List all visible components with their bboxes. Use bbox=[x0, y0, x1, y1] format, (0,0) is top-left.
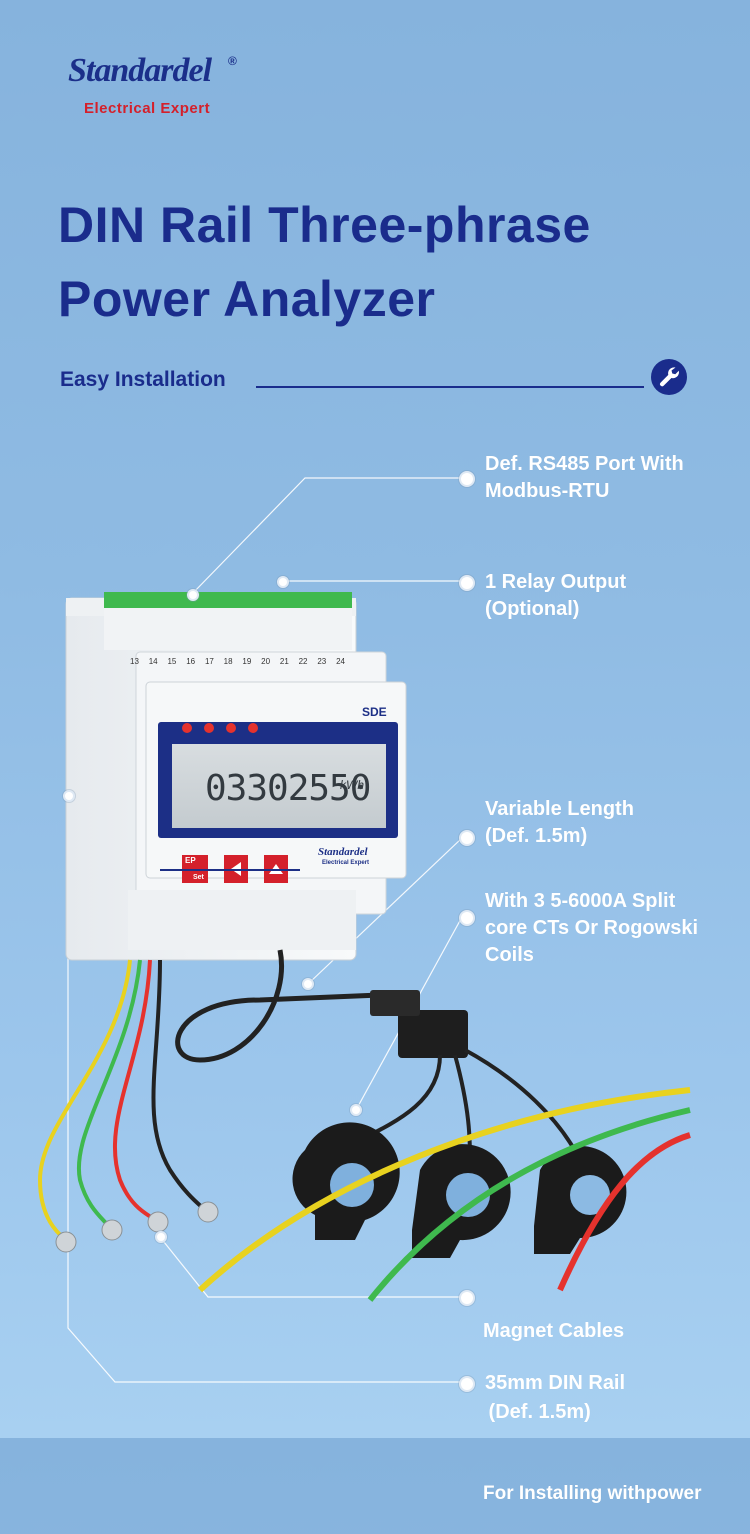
callout-text: Def. RS485 Port With bbox=[485, 453, 684, 475]
logo-tagline: Electrical Expert bbox=[84, 100, 211, 117]
callout-text: With 3 5-6000A Split bbox=[485, 890, 676, 912]
callout-dot-variable bbox=[459, 830, 475, 846]
set-button-label: Set bbox=[193, 874, 204, 881]
callout-dot-rs485 bbox=[459, 471, 475, 487]
callout-text: (Def. 1.5m) bbox=[483, 1401, 591, 1423]
callout-dot-din-anchor bbox=[63, 790, 75, 802]
terminal-number: 21 bbox=[279, 657, 289, 666]
power-analyzer-illustration bbox=[37, 592, 691, 1302]
callout-relay: 1 Relay Output (Optional) bbox=[485, 569, 626, 623]
callout-text: Variable Length bbox=[485, 798, 634, 820]
callout-text: 1 Relay Output bbox=[485, 571, 627, 593]
logo-brand-text: Standardel bbox=[68, 52, 212, 89]
terminal-numbers: 13 14 15 16 17 18 19 20 21 22 23 24 bbox=[130, 657, 345, 666]
terminal-number: 17 bbox=[204, 657, 214, 666]
callout-dot-ct-anchor bbox=[350, 1104, 362, 1116]
terminal-number: 16 bbox=[186, 657, 196, 666]
callout-dot-magnet bbox=[459, 1290, 475, 1306]
page-title-line1: DIN Rail Three-phrase bbox=[58, 197, 591, 253]
callout-dot-din bbox=[459, 1376, 475, 1392]
terminal-number: 18 bbox=[223, 657, 233, 666]
terminal-number: 15 bbox=[167, 657, 177, 666]
device-brand-small: Standardel bbox=[318, 846, 368, 858]
callout-rs485: Def. RS485 Port With Modbus-RTU bbox=[485, 451, 684, 505]
callout-magnet-cables: Magnet Cables (Def. 1.5m) For Installing… bbox=[483, 1264, 702, 1534]
wrench-icon bbox=[651, 359, 687, 395]
section-heading: Easy Installation bbox=[60, 368, 226, 391]
terminal-number: 24 bbox=[336, 657, 345, 666]
callout-text: Coils bbox=[485, 944, 534, 966]
callout-dot-relay-anchor bbox=[277, 576, 289, 588]
terminal-number: 22 bbox=[298, 657, 308, 666]
callout-ct: With 3 5-6000A Split core CTs Or Rogowsk… bbox=[485, 888, 698, 969]
terminal-number: 20 bbox=[261, 657, 271, 666]
logo-registered-mark: ® bbox=[228, 54, 237, 68]
lcd-unit: kWh bbox=[340, 778, 364, 792]
terminal-number: 13 bbox=[130, 657, 139, 666]
callout-text: 35mm DIN Rail bbox=[485, 1372, 626, 1394]
terminal-number: 14 bbox=[148, 657, 158, 666]
device-model-label: SDE bbox=[362, 705, 387, 719]
callout-dot-rs485-anchor bbox=[187, 589, 199, 601]
callout-dot-variable-anchor bbox=[302, 978, 314, 990]
callout-text: For Installing withpower bbox=[483, 1483, 702, 1504]
device-brand-small-sub: Electrical Expert bbox=[322, 860, 370, 866]
callout-text: Magnet Cables bbox=[483, 1320, 625, 1342]
page-title-line2: Power Analyzer bbox=[58, 271, 436, 327]
callout-lines bbox=[0, 0, 750, 1438]
callout-text: core CTs Or Rogowski bbox=[485, 917, 699, 939]
callout-dot-relay bbox=[459, 575, 475, 591]
callout-din-rail: 35mm DIN Rail bbox=[485, 1370, 625, 1397]
section-divider bbox=[256, 386, 644, 388]
callout-text: Modbus-RTU bbox=[485, 480, 610, 502]
callout-dot-ct bbox=[459, 910, 475, 926]
callout-text: (Def. 1.5m) bbox=[485, 825, 588, 847]
brand-logo: Standardel ® Electrical Expert bbox=[68, 52, 268, 122]
callout-text: (Optional) bbox=[485, 598, 580, 620]
lcd-reading: 03302550 bbox=[205, 768, 371, 809]
ep-button-label: EP bbox=[185, 856, 196, 865]
terminal-number: 19 bbox=[242, 657, 252, 666]
terminal-number: 23 bbox=[317, 657, 327, 666]
callout-variable-length: Variable Length (Def. 1.5m) bbox=[485, 796, 634, 850]
callout-dot-magnet-anchor bbox=[155, 1231, 167, 1243]
